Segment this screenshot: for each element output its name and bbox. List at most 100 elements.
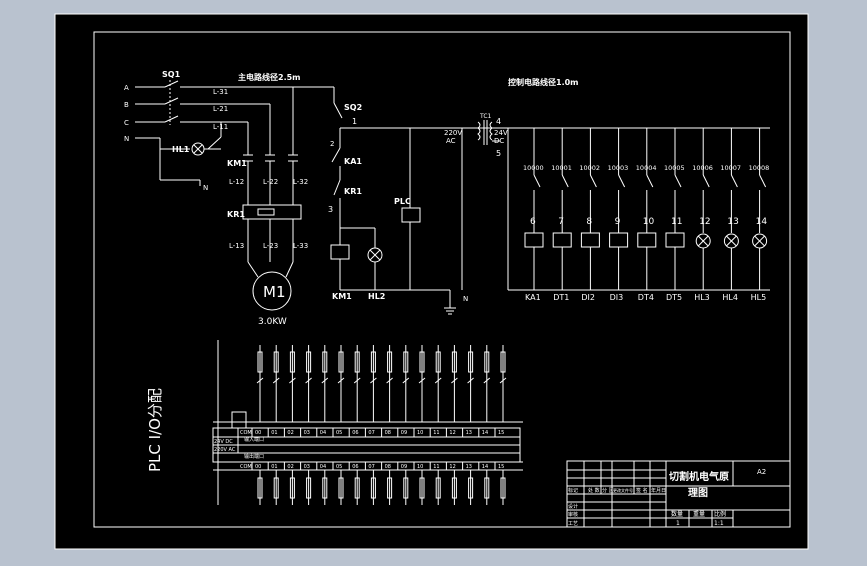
output-column — [609, 128, 629, 290]
phase-a-label: A — [124, 84, 129, 92]
output-column — [723, 128, 739, 290]
input-pin — [462, 345, 474, 437]
node-1-label: 1 — [352, 117, 357, 126]
row-process: 工艺 — [568, 521, 578, 527]
output-pin-number: 02 — [287, 464, 293, 470]
wire-label-l33: L-33 — [293, 242, 308, 250]
control-neutral-label: N — [463, 295, 468, 303]
node-5-label: 5 — [496, 149, 501, 158]
motor-label: M1 — [263, 283, 286, 301]
output-pin — [251, 462, 263, 505]
input-pin — [348, 345, 361, 437]
output-pin — [332, 462, 344, 505]
output-pin — [462, 462, 474, 505]
output-pin — [348, 462, 360, 505]
output-column — [637, 128, 657, 290]
com-label-top: COM — [240, 430, 252, 436]
control-wire-spec: 控制电路线径1.0m — [508, 77, 579, 87]
row-review: 审核 — [568, 511, 578, 518]
plc-io-pins — [251, 345, 507, 505]
wire-label-l21: L-21 — [213, 105, 228, 113]
output-pin-number: 11 — [433, 464, 439, 470]
input-pin-number: 09 — [401, 430, 407, 436]
output-address: 10007 — [720, 164, 741, 172]
main-circuit-labels: SQ1 A B C N L-31 L-21 L-11 主电路线径2.5m HL1… — [124, 70, 308, 327]
phase-b-label: B — [124, 101, 129, 109]
phase-c-label: C — [124, 119, 129, 127]
output-address: 10002 — [579, 164, 600, 172]
wire-label-l31: L-31 — [213, 88, 228, 96]
qty-value: 1 — [676, 520, 680, 527]
supply-220vac-label: 220V AC — [214, 447, 236, 453]
transformer-labels: TC1 220V AC 24V DC 4 5 — [444, 113, 508, 158]
sq1-label: SQ1 — [162, 70, 181, 79]
sheet-inner-frame — [93, 31, 791, 528]
output-address: 10004 — [636, 164, 657, 172]
weight-label: 重量 — [693, 510, 705, 518]
input-pin-number: 14 — [482, 430, 488, 436]
output-pin-number: 05 — [336, 464, 342, 470]
hl1-neutral-label: N — [203, 184, 208, 192]
output-column — [695, 128, 711, 290]
node-2-label: 2 — [330, 140, 334, 148]
output-number: 9 — [615, 217, 621, 227]
input-pin — [267, 345, 280, 437]
output-load-label: DI2 — [581, 293, 595, 302]
input-pin — [494, 345, 507, 437]
input-pin — [364, 345, 377, 437]
output-pin-number: 09 — [401, 464, 407, 470]
wire-label-l13: L-13 — [229, 242, 244, 250]
sheet-outer-border — [54, 13, 809, 550]
output-address: 10006 — [692, 164, 713, 172]
header-date: 年月日 — [651, 487, 666, 494]
wire-label-l22: L-22 — [263, 178, 278, 186]
plc-coil-label: PLC — [394, 197, 411, 206]
hl2-label: HL2 — [368, 292, 385, 301]
output-pin-number: 04 — [320, 464, 326, 470]
output-contact — [533, 174, 541, 188]
input-pin — [478, 345, 491, 437]
output-load-label: HL4 — [722, 293, 738, 302]
output-number: 7 — [558, 217, 564, 227]
km1-coil-label: KM1 — [332, 292, 352, 301]
output-pin-number: 15 — [498, 464, 504, 470]
header-change-doc: 更改文件号 — [613, 487, 633, 493]
output-number: 13 — [727, 217, 738, 227]
input-pin-number: 12 — [449, 430, 455, 436]
transformer-primary-voltage: 220V — [444, 129, 462, 137]
input-pin-number: 06 — [352, 430, 358, 436]
output-pin-number: 13 — [466, 464, 472, 470]
wire-label-l12: L-12 — [229, 178, 244, 186]
main-circuit — [135, 80, 302, 311]
output-column — [752, 128, 768, 290]
wire-label-l32: L-32 — [293, 178, 308, 186]
sheet-size-label: A2 — [757, 468, 766, 476]
node-4-label: 4 — [496, 117, 501, 126]
input-pin-number: 05 — [336, 430, 342, 436]
plc-output-columns — [524, 128, 768, 290]
kr1-contact-label: KR1 — [344, 187, 362, 196]
input-pin — [332, 345, 345, 437]
com-label-bottom: COM — [240, 464, 252, 470]
input-pin — [397, 345, 410, 437]
title-block-labels: 切割机电气原 理图 A2 标记 处 数 分 区 更改文件号 签 名 年月日 设计… — [568, 468, 766, 527]
km1-main-label: KM1 — [227, 159, 247, 168]
output-column — [552, 128, 572, 290]
node-3-label: 3 — [328, 205, 333, 214]
input-pin-number: 13 — [466, 430, 472, 436]
output-contact — [702, 174, 710, 188]
output-pin-number: 07 — [368, 464, 374, 470]
drawing-title-line2: 理图 — [688, 487, 708, 499]
output-pin — [364, 462, 376, 505]
output-pin — [494, 462, 506, 505]
output-number: 14 — [756, 217, 768, 227]
input-pin — [381, 345, 393, 437]
output-pin — [283, 462, 295, 505]
input-pin-number: 01 — [271, 430, 277, 436]
wire-label-l23: L-23 — [263, 242, 278, 250]
control-circuit-labels: 控制电路线径1.0m SQ2 1 2 3 KA1 KR1 PLC KM1 HL2… — [328, 77, 579, 303]
input-pin-number: 04 — [320, 430, 326, 436]
input-pin-number: 08 — [385, 430, 391, 436]
output-load-label: DI3 — [610, 293, 624, 302]
